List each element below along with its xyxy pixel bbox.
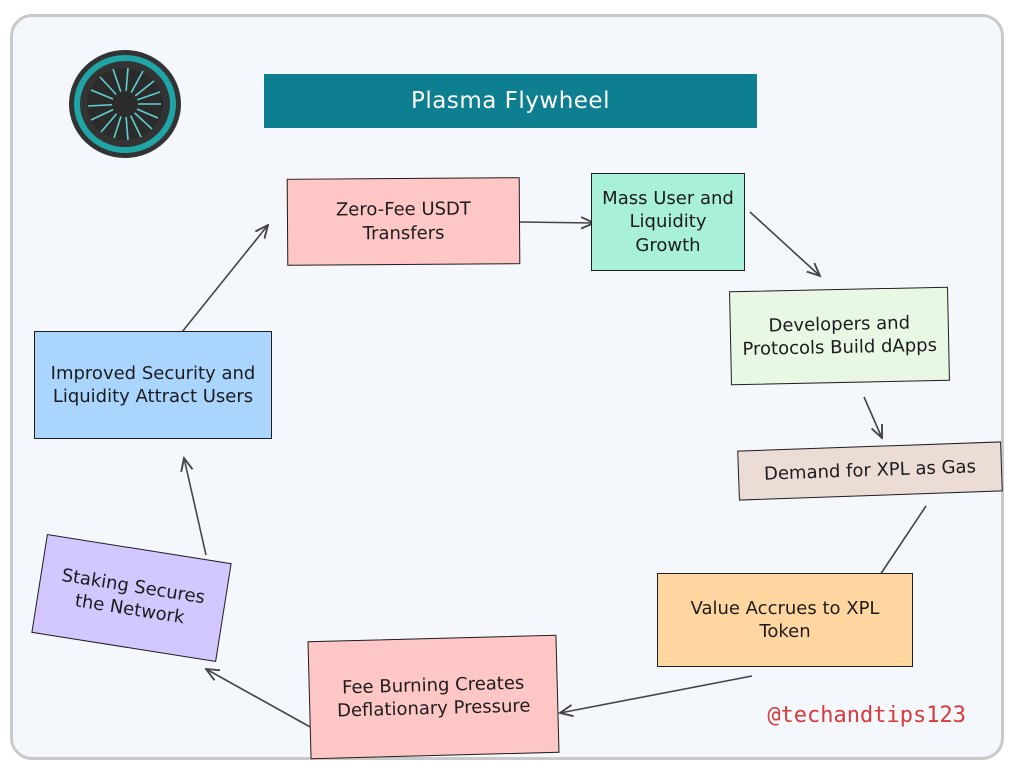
node-mass-user-liquidity-growth: Mass User and Liquidity Growth: [591, 173, 745, 271]
plasma-logo-icon: [69, 50, 181, 158]
arrow-value-to-fee-burning: [560, 675, 753, 713]
node-zero-fee-usdt-transfers: Zero-Fee USDT Transfers: [286, 177, 521, 266]
node-demand-for-xpl-as-gas: Demand for XPL as Gas: [737, 441, 1003, 501]
diagram-title: Plasma Flywheel: [264, 74, 757, 128]
node-developers-protocols-build-dapps: Developers and Protocols Build dApps: [729, 286, 950, 386]
arrow-zero-fee-to-mass-user: [519, 222, 594, 223]
arrow-security-to-zero-fee: [181, 225, 268, 333]
arrow-fee-burning-to-staking: [206, 669, 313, 729]
arrow-staking-to-security: [184, 458, 207, 556]
node-fee-burning-deflationary-pressure: Fee Burning Creates Deflationary Pressur…: [307, 634, 560, 760]
arrow-developers-to-demand: [863, 396, 882, 438]
connector-demand-to-value: [879, 505, 927, 576]
node-value-accrues-to-xpl-token: Value Accrues to XPL Token: [657, 573, 913, 667]
arrow-mass-user-to-developers: [749, 211, 820, 276]
watermark-handle: @techandtips123: [767, 703, 966, 728]
node-improved-security-liquidity: Improved Security and Liquidity Attract …: [34, 331, 272, 439]
